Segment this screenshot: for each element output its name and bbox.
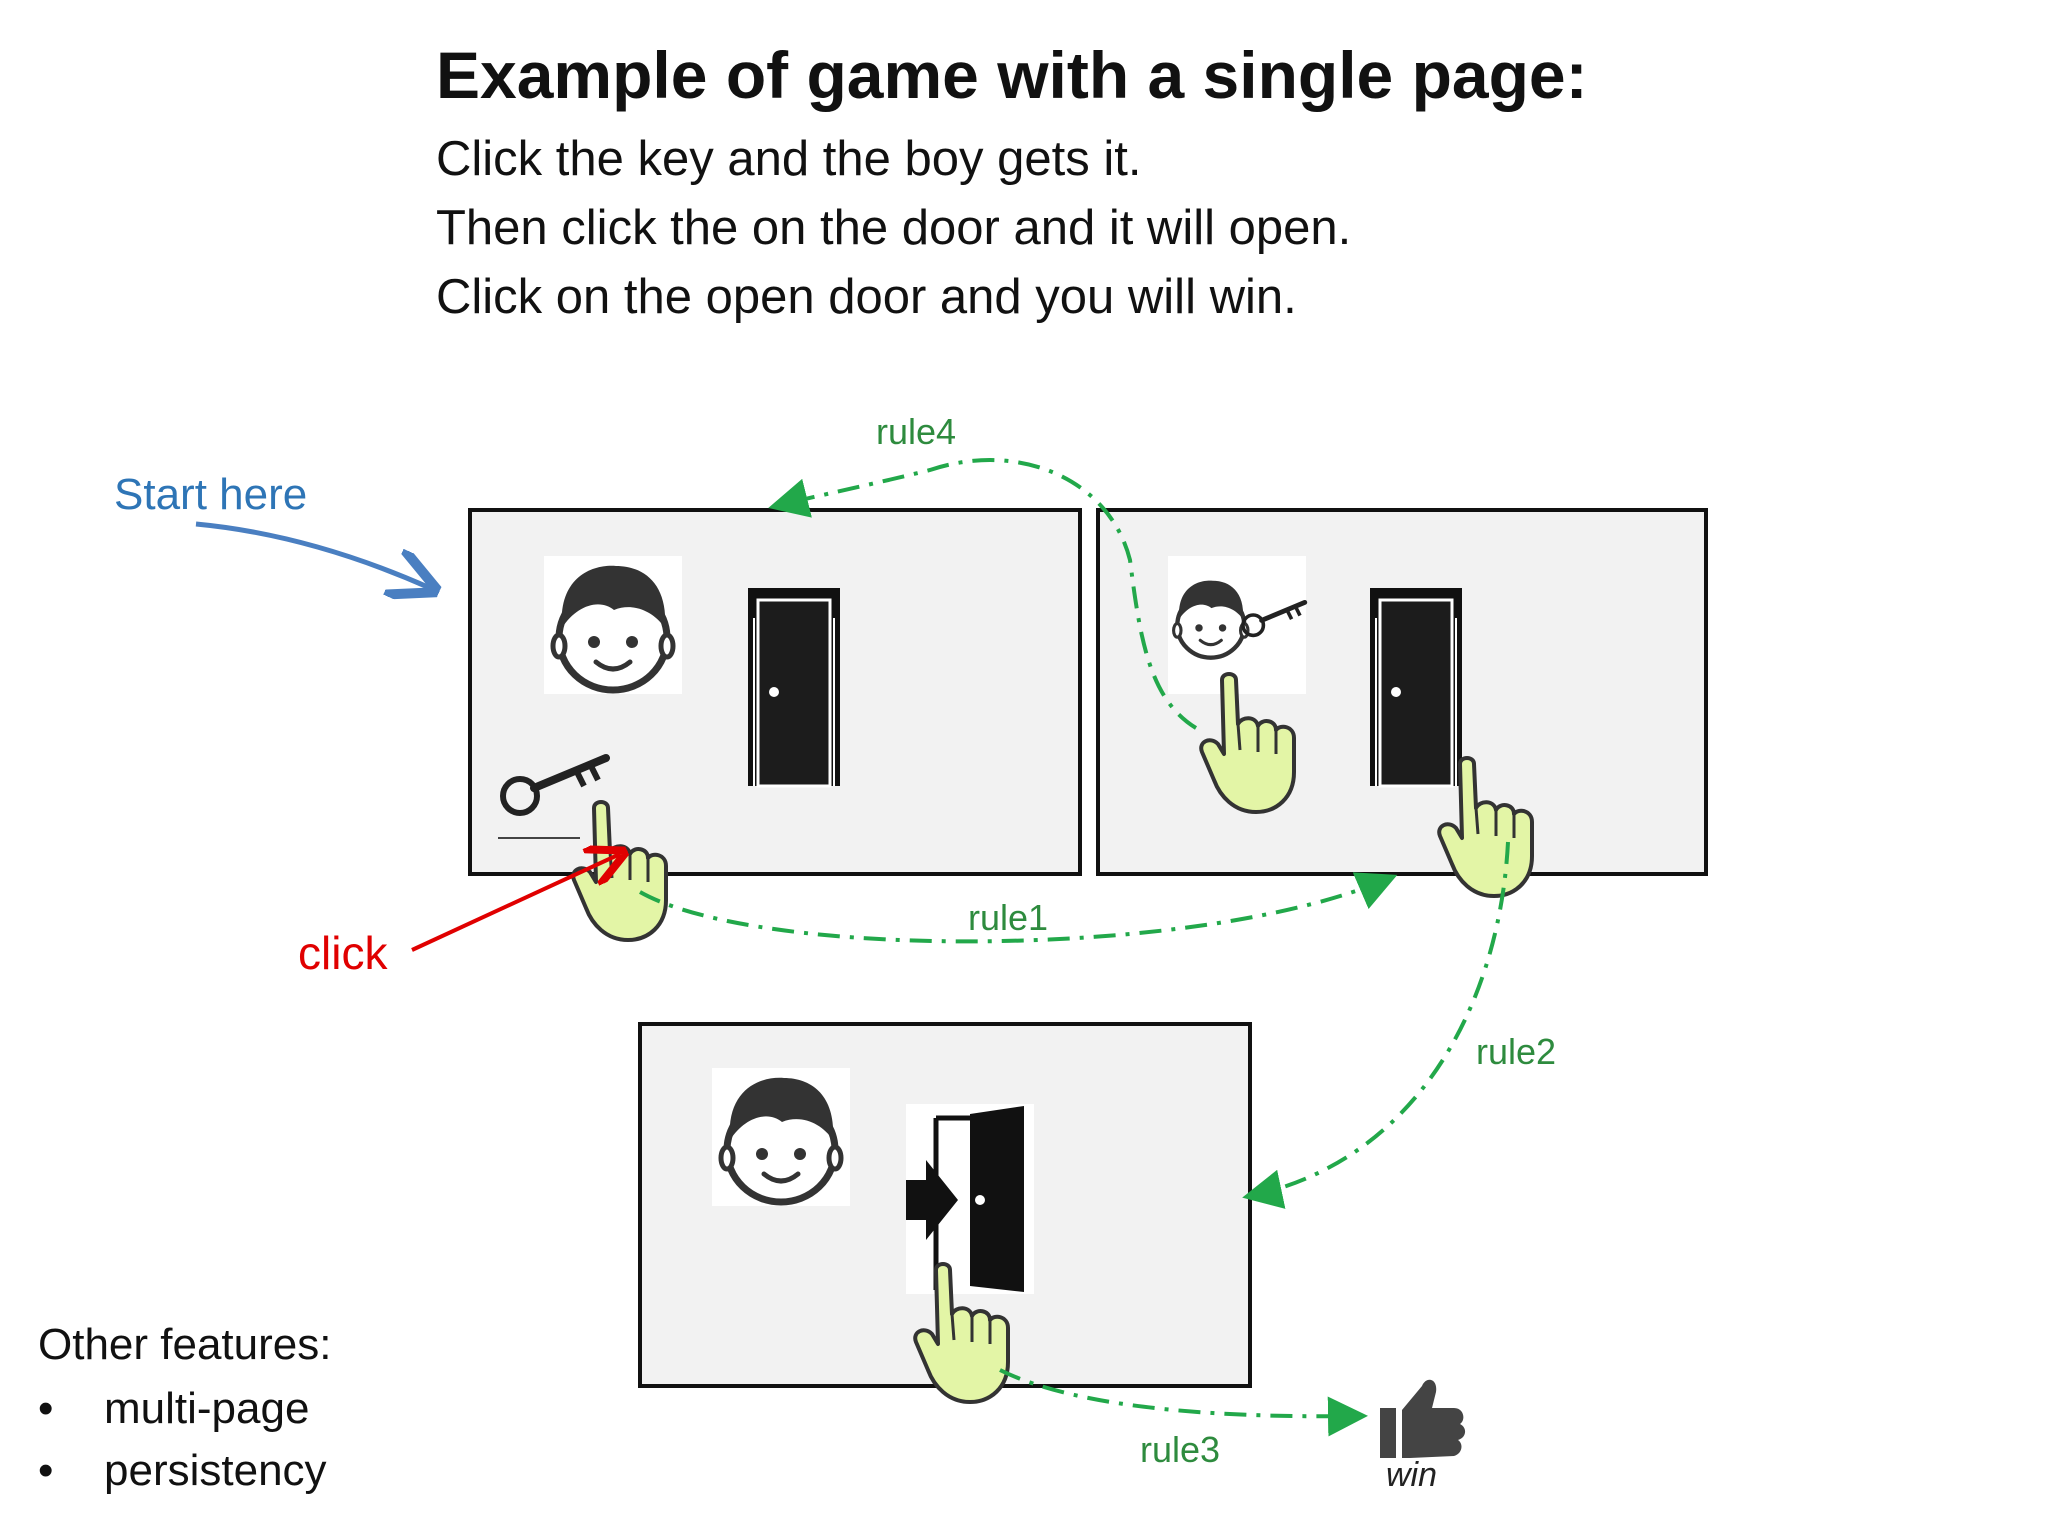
rule1-label: rule1 xyxy=(968,897,1048,938)
feature-item: •persistency xyxy=(38,1446,327,1495)
page-title: Example of game with a single page: xyxy=(436,38,1588,112)
win-label: win xyxy=(1386,1456,1438,1494)
click-arrow xyxy=(411,854,620,952)
door-closed-icon[interactable] xyxy=(746,586,842,788)
feature-item-label: multi-page xyxy=(104,1384,310,1433)
features-title: Other features: xyxy=(38,1320,332,1369)
boy-face-icon xyxy=(712,1068,850,1206)
rule4-label: rule4 xyxy=(876,411,956,452)
rule1-arrow xyxy=(639,872,1398,944)
click-label: click xyxy=(298,927,388,979)
instruction-line-2: Then click the on the door and it will o… xyxy=(436,201,1352,255)
instruction-line-1: Click the key and the boy gets it. xyxy=(436,132,1142,186)
instruction-line-3: Click on the open door and you will win. xyxy=(436,270,1297,324)
thumbs-up-icon xyxy=(1380,1379,1466,1458)
rule4-arrow xyxy=(768,458,1198,730)
rule2-label: rule2 xyxy=(1476,1031,1556,1072)
rule3-label: rule3 xyxy=(1140,1429,1220,1470)
start-here-label: Start here xyxy=(114,470,308,519)
start-arrow xyxy=(195,521,430,588)
feature-item-label: persistency xyxy=(104,1446,327,1495)
boy-face-icon xyxy=(544,556,682,694)
boy-face-icon xyxy=(1168,556,1306,694)
door-closed-icon[interactable] xyxy=(1368,586,1464,788)
rule2-arrow xyxy=(1242,841,1510,1209)
door-open-icon[interactable] xyxy=(906,1104,1034,1294)
feature-item: •multi-page xyxy=(38,1384,310,1433)
